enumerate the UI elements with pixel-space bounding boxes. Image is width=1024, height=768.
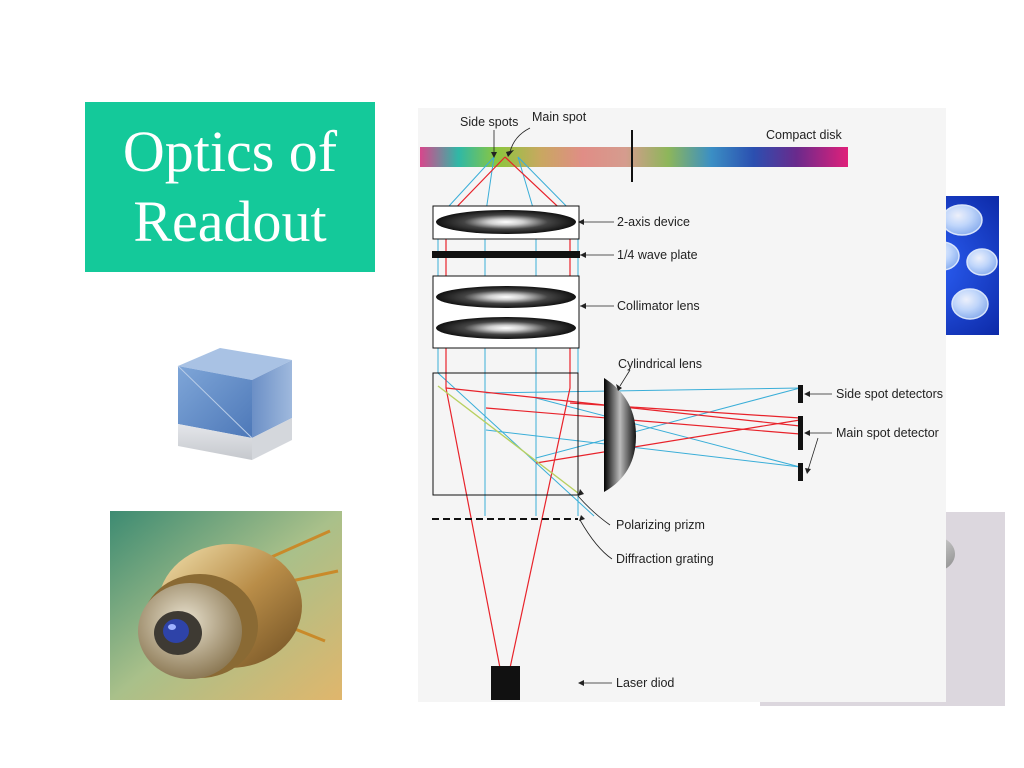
- prism-diagonal: [437, 385, 579, 494]
- label-side-spots: Side spots: [460, 115, 518, 129]
- main-spot-detector: [798, 416, 803, 450]
- label-laser-diod: Laser diod: [616, 676, 674, 690]
- label-diffraction-grating: Diffraction grating: [616, 552, 714, 566]
- compact-disk-track: [420, 147, 848, 167]
- two-axis-device: [432, 205, 580, 240]
- title-line-2: Readout: [133, 189, 327, 254]
- side-spot-detector-bottom: [798, 463, 803, 481]
- label-main-spot-detector: Main spot detector: [836, 426, 939, 440]
- label-compact-disk: Compact disk: [766, 128, 842, 142]
- laser-diode-photo: [110, 511, 342, 700]
- label-side-spot-detectors: Side spot detectors: [836, 387, 943, 401]
- label-quarter-wave-plate: 1/4 wave plate: [617, 248, 698, 262]
- optical-readout-diagram: Side spots Main spot Compact disk 2-axis…: [418, 108, 946, 702]
- label-two-axis-device: 2-axis device: [617, 215, 690, 229]
- label-main-spot: Main spot: [532, 110, 587, 124]
- cylindrical-lens: [604, 378, 636, 492]
- beam-splitter-cube-photo: [170, 338, 300, 468]
- label-polarizing-prizm: Polarizing prizm: [616, 518, 705, 532]
- label-collimator-lens: Collimator lens: [617, 299, 700, 313]
- collimator-lens: [432, 275, 580, 349]
- polarizing-prism: [432, 372, 579, 496]
- pointer-heads: [491, 150, 811, 686]
- label-cylindrical-lens: Cylindrical lens: [618, 357, 702, 371]
- title-line-1: Optics of: [122, 119, 338, 184]
- side-spot-detector-top: [798, 385, 803, 403]
- laser-diode: [491, 666, 520, 700]
- quarter-wave-plate: [432, 251, 580, 258]
